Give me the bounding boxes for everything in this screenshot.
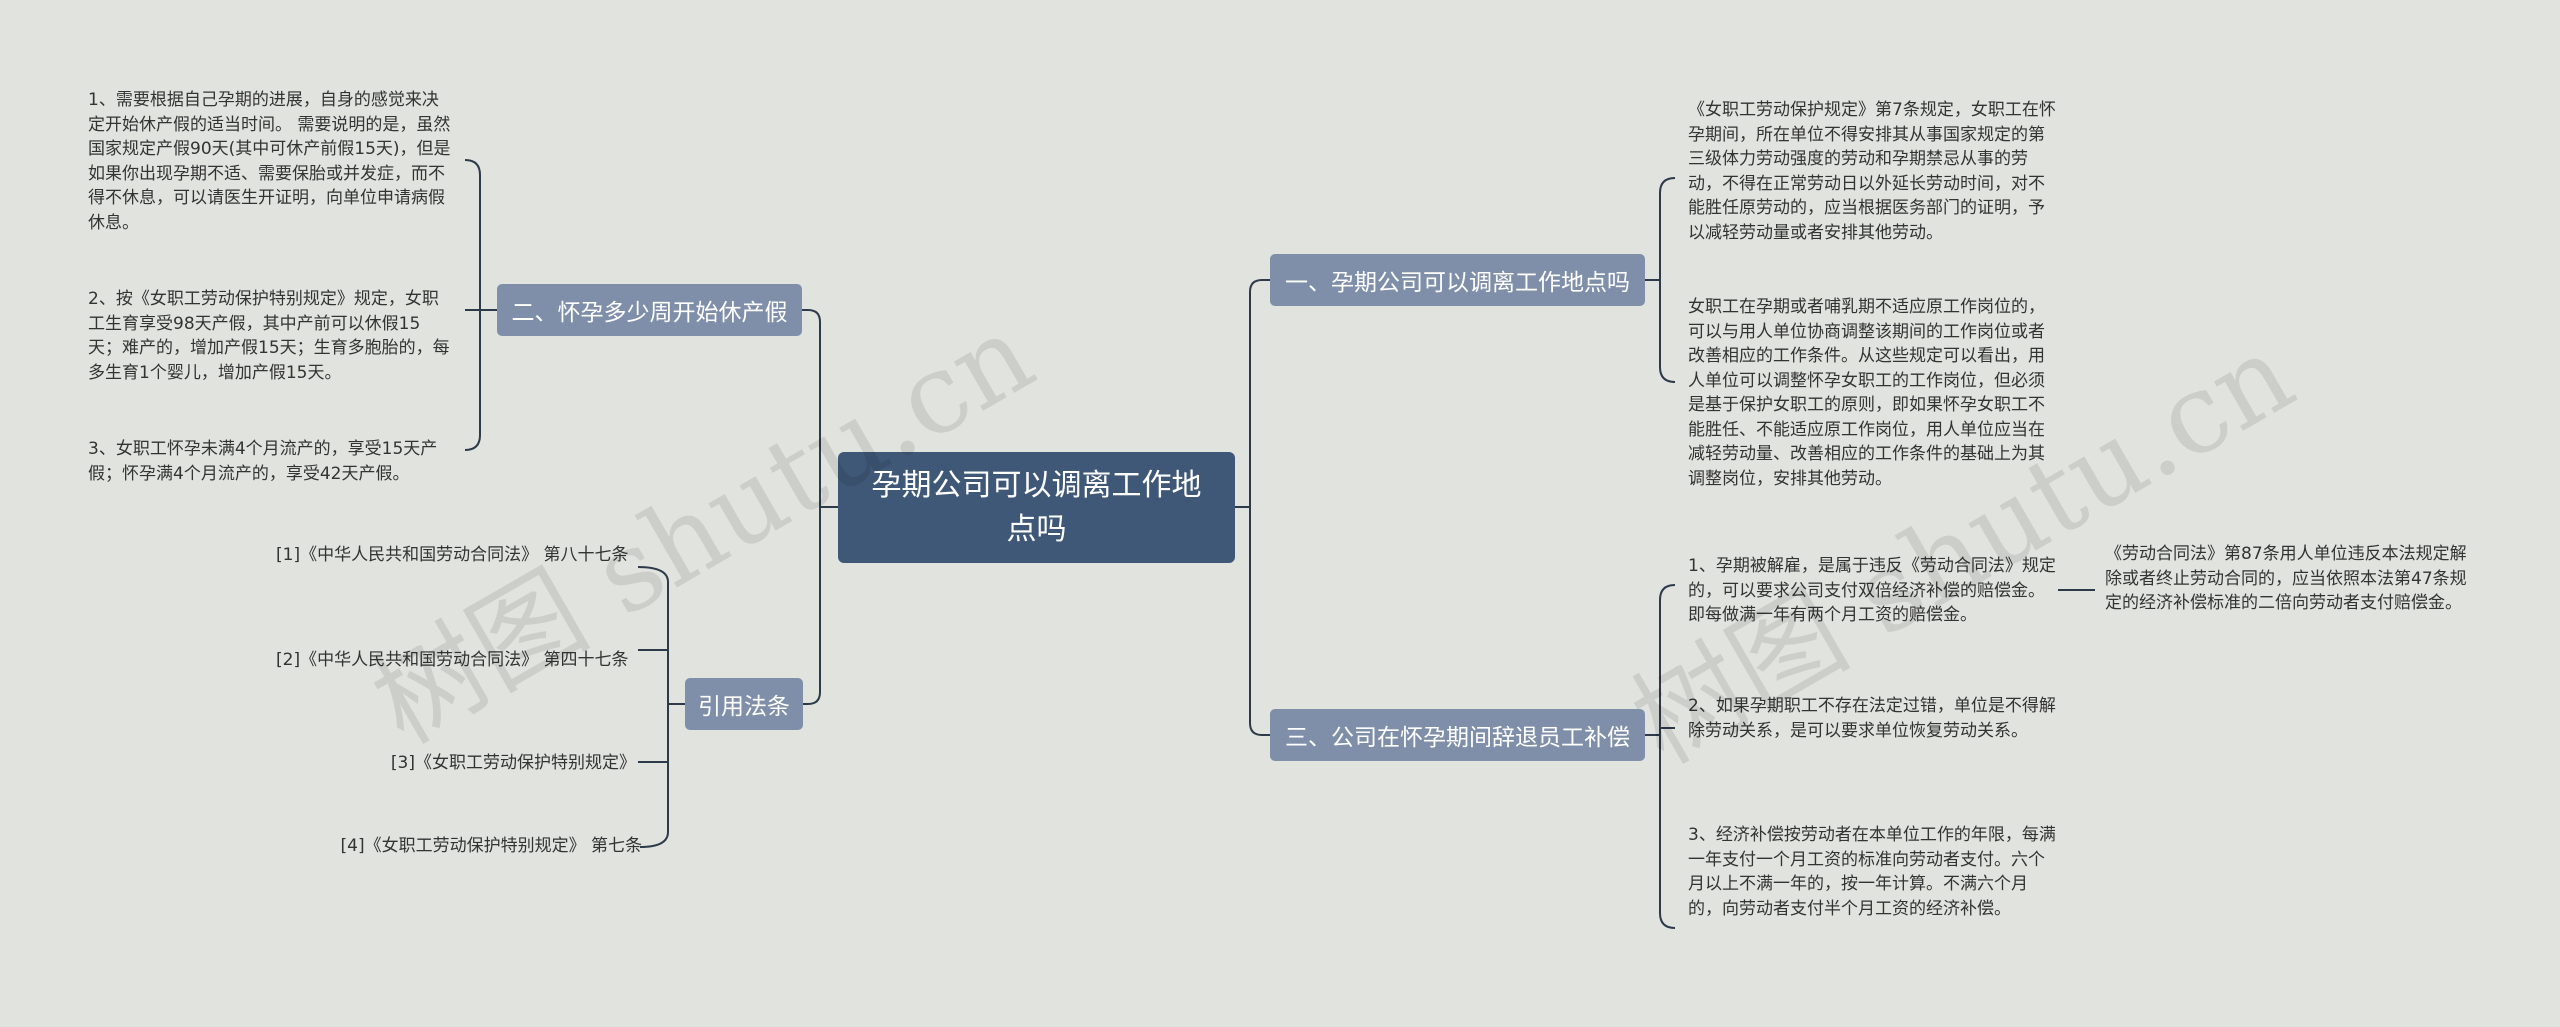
branch-maternity-leave-start[interactable]: 二、怀孕多少周开始休产假 [497, 284, 802, 336]
leaf-transfer-adjust-position: 女职工在孕期或者哺乳期不适应原工作岗位的，可以与用人单位协商调整该期间的工作岗位… [1688, 297, 2045, 489]
root-title: 孕期公司可以调离工作地点吗 [871, 467, 1202, 547]
branch-label: 一、孕期公司可以调离工作地点吗 [1285, 270, 1630, 296]
root-topic[interactable]: 孕期公司可以调离工作地点吗 [838, 452, 1235, 563]
leaf-cited-law-4: [4]《女职工劳动保护特别规定》 第七条 [340, 836, 642, 856]
branch-transfer-location[interactable]: 一、孕期公司可以调离工作地点吗 [1270, 254, 1645, 306]
leaf-cited-law-2: [2]《中华人民共和国劳动合同法》 第四十七条 [276, 650, 629, 670]
leaf-dismissal-double-compensation: 1、孕期被解雇，是属于违反《劳动合同法》规定的，可以要求公司支付双倍经济补偿的赔… [1688, 556, 2056, 625]
branch-cited-laws[interactable]: 引用法条 [685, 678, 803, 730]
branch-label: 二、怀孕多少周开始休产假 [511, 300, 788, 326]
leaf-economic-compensation-rule: 3、经济补偿按劳动者在本单位工作的年限，每满一年支付一个月工资的标准向劳动者支付… [1688, 825, 2056, 919]
leaf-labor-contract-law-article87: 《劳动合同法》第87条用人单位违反本法规定解除或者终止劳动合同的，应当依照本法第… [2105, 544, 2467, 613]
leaf-cited-law-1: [1]《中华人民共和国劳动合同法》 第八十七条 [276, 545, 629, 565]
branch-label: 三、公司在怀孕期间辞退员工补偿 [1285, 725, 1630, 751]
branch-label: 引用法条 [698, 694, 790, 720]
leaf-leave-timing: 1、需要根据自己孕期的进展，自身的感觉来决定开始休产假的适当时间。 需要说明的是… [88, 90, 451, 233]
leaf-leave-98-days: 2、按《女职工劳动保护特别规定》规定，女职工生育享受98天产假，其中产前可以休假… [88, 289, 450, 383]
leaf-dismissal-restore-relation: 2、如果孕期职工不存在法定过错，单位是不得解除劳动关系，是可以要求单位恢复劳动关… [1688, 696, 2056, 741]
leaf-cited-law-3: [3]《女职工劳动保护特别规定》 [390, 753, 636, 773]
leaf-transfer-rule-article7: 《女职工劳动保护规定》第7条规定，女职工在怀孕期间，所在单位不得安排其从事国家规… [1688, 100, 2056, 243]
leaf-leave-miscarriage: 3、女职工怀孕未满4个月流产的，享受15天产假；怀孕满4个月流产的，享受42天产… [88, 439, 438, 484]
branch-dismissal-compensation[interactable]: 三、公司在怀孕期间辞退员工补偿 [1270, 709, 1645, 761]
